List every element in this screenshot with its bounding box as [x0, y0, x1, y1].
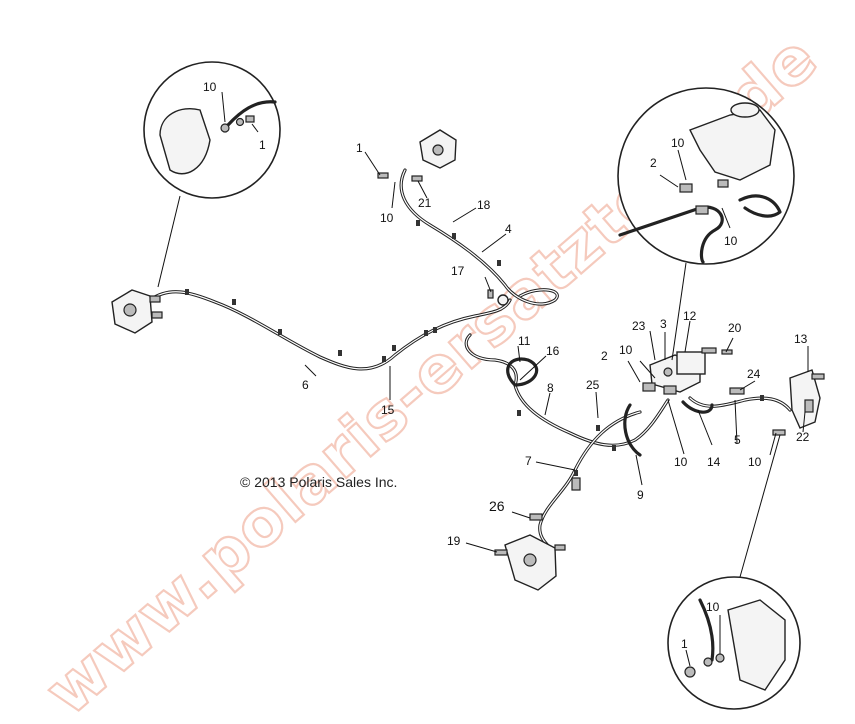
clip [278, 329, 282, 335]
clip [574, 470, 578, 476]
clip [760, 395, 764, 401]
callout-10: 10 [674, 455, 688, 469]
callout-20: 20 [728, 321, 742, 335]
clip [596, 425, 600, 431]
clamp-17 [487, 289, 509, 306]
callout-2: 2 [601, 349, 608, 363]
callout-10: 10 [203, 80, 217, 94]
callout-11: 11 [518, 334, 531, 348]
callout-25: 25 [586, 378, 600, 392]
detail-circle-bottom-right [667, 434, 801, 710]
callout-labels: 10 1 1 21 18 10 4 17 6 15 11 16 8 2 10 1… [203, 80, 810, 651]
clip [392, 345, 396, 351]
clip [338, 350, 342, 356]
callout-12: 12 [683, 309, 697, 323]
clip [185, 289, 189, 295]
clip [416, 220, 420, 226]
clip [424, 330, 428, 336]
rear-right-caliper [772, 369, 825, 436]
clip [497, 260, 501, 266]
callout-1: 1 [356, 141, 363, 155]
callout-10: 10 [724, 234, 738, 248]
callout-9: 9 [637, 488, 644, 502]
callout-21: 21 [418, 196, 432, 210]
callout-8: 8 [547, 381, 554, 395]
callout-7: 7 [525, 454, 532, 468]
rear-left-caliper [494, 477, 581, 591]
callout-5: 5 [734, 433, 741, 447]
front-left-caliper [111, 289, 163, 334]
brake-hose-network [148, 168, 792, 552]
clip [232, 299, 236, 305]
callout-3: 3 [660, 317, 667, 331]
callout-23: 23 [632, 319, 646, 333]
callout-22: 22 [796, 430, 810, 444]
callout-4: 4 [505, 222, 512, 236]
callout-6: 6 [302, 378, 309, 392]
callout-1: 1 [259, 138, 266, 152]
callout-10: 10 [380, 211, 394, 225]
clip [382, 356, 386, 362]
callout-10: 10 [671, 136, 685, 150]
hose-loop-14 [681, 400, 714, 414]
callout-18: 18 [477, 198, 491, 212]
clip [612, 445, 616, 451]
callout-10: 10 [619, 343, 633, 357]
callout-13: 13 [794, 332, 808, 346]
clip [517, 410, 521, 416]
clip [433, 327, 437, 333]
leader-lines [304, 151, 809, 553]
callout-17: 17 [451, 264, 465, 278]
copyright-text: © 2013 Polaris Sales Inc. [240, 474, 397, 490]
callout-10: 10 [706, 600, 720, 614]
callout-15: 15 [381, 403, 395, 417]
detail-circle-left [143, 61, 281, 288]
hose-loop-11 [506, 357, 539, 387]
callout-26: 26 [489, 498, 505, 514]
callout-10: 10 [748, 455, 762, 469]
callout-24: 24 [747, 367, 761, 381]
front-right-caliper [377, 129, 457, 182]
callout-16: 16 [546, 344, 560, 358]
brake-manifold [642, 347, 745, 395]
hose-9 [623, 403, 642, 457]
callout-1: 1 [681, 637, 688, 651]
callout-2: 2 [650, 156, 657, 170]
hose-clips [185, 220, 764, 476]
callout-14: 14 [707, 455, 721, 469]
detail-circle-top-right [617, 87, 795, 361]
callout-19: 19 [447, 534, 461, 548]
clip [452, 233, 456, 239]
